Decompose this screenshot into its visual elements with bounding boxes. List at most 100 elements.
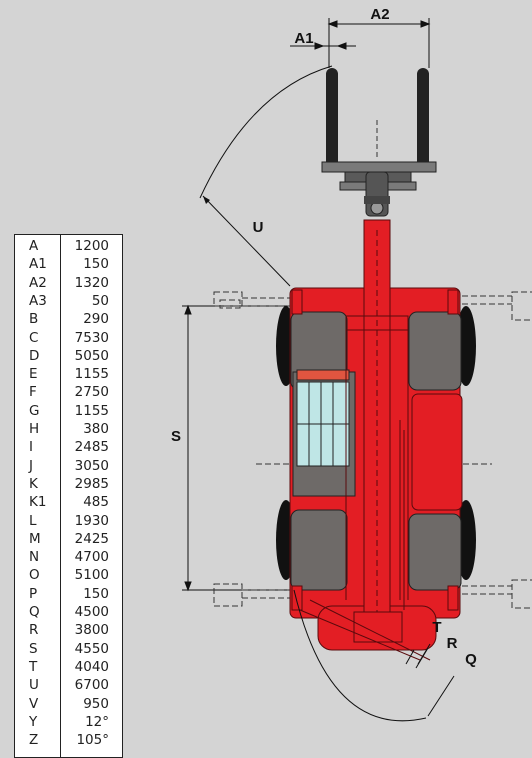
spec-key: B [29, 311, 39, 328]
spec-key: K1 [29, 494, 47, 511]
spec-value: 50 [91, 292, 109, 309]
spec-value: 4550 [74, 640, 109, 657]
spec-value: 6700 [74, 677, 109, 694]
spec-value: 1155 [74, 402, 109, 419]
spec-value: 380 [83, 421, 109, 437]
arc-u [199, 65, 333, 199]
spec-key: I [29, 439, 33, 456]
cab [292, 369, 356, 497]
forks [326, 68, 429, 168]
spec-row: N 4700 [15, 550, 124, 565]
spec-key: A1 [29, 256, 47, 273]
label-q: Q [465, 651, 477, 668]
spec-key: A2 [29, 274, 47, 291]
spec-value: 4700 [74, 549, 109, 566]
spec-row: Z 105° [15, 733, 124, 748]
spec-row: B 290 [15, 312, 124, 327]
spec-row: Q 4500 [15, 605, 124, 620]
table-divider [60, 235, 61, 757]
label-a2: A2 [370, 6, 389, 23]
spec-key: U [29, 677, 39, 694]
spec-value: 4040 [74, 658, 109, 675]
label-s: S [171, 428, 181, 445]
label-a1: A1 [294, 30, 313, 47]
boom [353, 219, 403, 643]
spec-row: C 7530 [15, 329, 124, 346]
spec-value: 950 [83, 695, 109, 712]
spec-row: L 1930 [15, 512, 124, 529]
spec-key: P [29, 585, 38, 602]
spec-row: A3 50 [15, 292, 124, 309]
spec-row: R 3800 [15, 623, 124, 638]
spec-key: K [29, 475, 38, 492]
spec-row: D 5050 [15, 347, 124, 364]
spec-value: 150 [83, 256, 109, 273]
spec-key: C [29, 329, 39, 346]
spec-value: 290 [83, 311, 109, 328]
spec-value: 485 [83, 494, 109, 511]
label-u: U [253, 219, 264, 236]
spec-key: F [29, 384, 37, 401]
spec-value: 3050 [74, 457, 109, 474]
spec-key: Q [29, 604, 40, 620]
spec-row: E 1155 [15, 367, 124, 382]
spec-row: G 1155 [15, 402, 124, 419]
spec-row: A1 150 [15, 257, 124, 272]
chassis-details [299, 315, 431, 661]
spec-row: T 4040 [15, 658, 124, 675]
spec-key: N [29, 549, 40, 566]
spec-key: T [29, 658, 38, 675]
spec-key: M [29, 530, 41, 547]
spec-key: A3 [29, 292, 47, 309]
spec-value: 1320 [74, 274, 109, 291]
spec-value: 5050 [74, 347, 109, 364]
label-r: R [447, 635, 458, 652]
spec-value: 1200 [74, 238, 109, 254]
spec-key: A [29, 238, 39, 254]
spec-row: U 6700 [15, 678, 124, 693]
fork-carriage [321, 161, 437, 217]
spec-value: 2425 [74, 530, 109, 547]
spec-key: R [29, 622, 39, 639]
spec-value: 7530 [74, 329, 109, 346]
spec-value: 2985 [74, 475, 109, 492]
spec-key: Z [29, 732, 39, 749]
spec-row: A 1200 [15, 239, 124, 254]
spec-value: 12° [85, 713, 109, 730]
spec-value: 5100 [74, 567, 109, 584]
spec-value: 1155 [74, 366, 109, 383]
spec-row: Y 12° [15, 713, 124, 730]
spec-key: E [29, 366, 38, 383]
dimension-s [182, 304, 290, 592]
spec-value: 105° [76, 732, 109, 749]
dimension-a2 [327, 18, 431, 68]
spec-row: V 950 [15, 695, 124, 712]
spec-key: J [29, 457, 33, 474]
spec-key: Y [29, 713, 38, 730]
spec-row: M 2425 [15, 530, 124, 547]
spec-key: L [29, 512, 37, 529]
spec-value: 150 [83, 585, 109, 602]
spec-row: P 150 [15, 585, 124, 602]
spec-key: G [29, 402, 40, 419]
dimension-a1 [290, 42, 356, 50]
label-t: T [432, 619, 441, 636]
spec-value: 4500 [74, 604, 109, 620]
spec-value: 2485 [74, 439, 109, 456]
spec-row: I 2485 [15, 440, 124, 455]
spec-row: H 380 [15, 422, 124, 437]
spec-key: D [29, 347, 40, 364]
spec-row: K 2985 [15, 475, 124, 492]
spec-key: H [29, 421, 40, 437]
spec-value: 3800 [74, 622, 109, 639]
dimension-u-line [202, 195, 291, 287]
spec-row: K1 485 [15, 495, 124, 510]
spec-value: 1930 [74, 512, 109, 529]
spec-key: V [29, 695, 39, 712]
spec-row: J 3050 [15, 457, 124, 474]
